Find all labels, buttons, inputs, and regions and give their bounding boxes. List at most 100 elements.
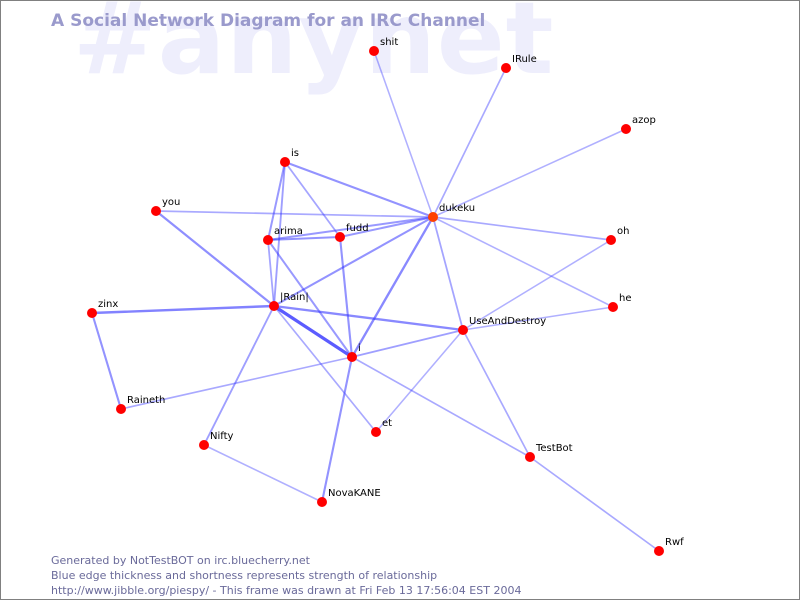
node-dot xyxy=(608,302,618,312)
edge-dukeku-oh xyxy=(432,216,612,241)
node-he: he xyxy=(608,293,632,312)
footer-generated-by: Generated by NotTestBOT on irc.bluecherr… xyxy=(51,554,310,567)
edge-arima-Rain xyxy=(267,239,275,307)
node-IRule: IRule xyxy=(501,54,537,73)
edge-is-dukeku xyxy=(283,160,435,219)
node-dot xyxy=(654,546,664,556)
node-label: Nifty xyxy=(210,431,234,442)
node-arima: arima xyxy=(263,226,303,245)
node-you: you xyxy=(151,197,180,216)
node-label: Raineth xyxy=(127,395,165,406)
edge-you-Rain xyxy=(154,209,276,308)
node-Rain: |Rain| xyxy=(269,292,309,311)
edge-UseAndDestroy-oh xyxy=(462,239,612,331)
node-label: azop xyxy=(632,115,656,126)
edge-i-UseAndDestroy xyxy=(351,329,464,358)
node-label: TestBot xyxy=(535,443,573,454)
node-label: zinx xyxy=(98,299,118,310)
channel-watermark: #anynet xyxy=(73,0,555,97)
edge-Rain-UseAndDestroy xyxy=(272,304,465,332)
node-dot xyxy=(621,124,631,134)
node-dot xyxy=(263,235,273,245)
node-label: i xyxy=(358,343,361,354)
node-dukeku: dukeku xyxy=(428,203,475,222)
node-dot xyxy=(116,404,126,414)
edge-dukeku-he xyxy=(432,216,614,308)
edge-dukeku-Rain xyxy=(272,215,435,308)
node-Rwf: Rwf xyxy=(654,537,684,556)
edge-i-TestBot xyxy=(351,356,531,458)
edge-Rain-i xyxy=(272,304,354,359)
edge-fudd-i xyxy=(338,235,354,359)
footer: Generated by NotTestBOT on irc.bluecherr… xyxy=(51,553,521,598)
node-TestBot: TestBot xyxy=(525,443,573,462)
edge-Rain-et xyxy=(273,305,377,433)
edge-Nifty-NovaKANE xyxy=(203,444,323,503)
edge-arima-dukeku xyxy=(267,216,434,241)
footer-legend-note: Blue edge thickness and shortness repres… xyxy=(51,569,438,582)
node-dot xyxy=(458,325,468,335)
node-is: is xyxy=(280,148,299,167)
node-dot xyxy=(501,63,511,73)
edge-arima-fudd xyxy=(266,235,342,242)
node-label: Rwf xyxy=(665,537,684,548)
edge-arima-i xyxy=(267,239,353,358)
node-dot xyxy=(371,427,381,437)
edge-UseAndDestroy-et xyxy=(375,329,464,433)
node-dot xyxy=(87,308,97,318)
node-dot xyxy=(269,301,279,311)
node-dot xyxy=(428,212,438,222)
node-dot xyxy=(347,352,357,362)
edge-zinx-Raineth xyxy=(90,311,123,411)
node-label: arima xyxy=(274,226,303,237)
node-dot xyxy=(199,440,209,450)
edge-zinx-Rain xyxy=(90,304,276,315)
node-label: he xyxy=(619,293,632,304)
edge-shit-dukeku xyxy=(373,50,434,218)
edge-TestBot-Rwf xyxy=(529,456,660,552)
node-zinx: zinx xyxy=(87,299,118,318)
node-dot xyxy=(317,497,327,507)
node-fudd: fudd xyxy=(335,223,369,242)
edge-you-dukeku xyxy=(155,210,434,218)
diagram-title: A Social Network Diagram for an IRC Chan… xyxy=(51,11,486,31)
node-et: et xyxy=(371,418,392,437)
node-i: i xyxy=(347,343,361,362)
edge-i-NovaKANE xyxy=(320,355,354,504)
edge-UseAndDestroy-TestBot xyxy=(462,329,531,458)
node-label: et xyxy=(382,418,392,429)
node-dot xyxy=(280,157,290,167)
node-label: fudd xyxy=(346,223,369,234)
footer-timestamp: http://www.jibble.org/piespy/ - This fra… xyxy=(51,584,522,597)
node-NovaKANE: NovaKANE xyxy=(317,488,381,507)
node-label: IRule xyxy=(512,54,537,65)
node-label: you xyxy=(162,197,180,208)
node-dot xyxy=(369,46,379,56)
node-Raineth: Raineth xyxy=(116,395,165,414)
node-azop: azop xyxy=(621,115,656,134)
node-dot xyxy=(525,452,535,462)
node-dot xyxy=(151,206,161,216)
node-label: oh xyxy=(617,226,629,237)
edge-UseAndDestroy-he xyxy=(462,306,614,331)
node-label: NovaKANE xyxy=(328,488,381,499)
node-Nifty: Nifty xyxy=(199,431,234,450)
edge-is-arima xyxy=(267,161,286,241)
node-label: UseAndDestroy xyxy=(469,316,546,327)
edge-is-fudd xyxy=(284,161,341,238)
edge-i-Raineth xyxy=(120,356,353,410)
edge-IRule-dukeku xyxy=(432,67,507,218)
node-label: dukeku xyxy=(439,203,475,214)
edge-azop-dukeku xyxy=(432,128,627,218)
node-UseAndDestroy: UseAndDestroy xyxy=(458,316,546,335)
node-oh: oh xyxy=(606,226,629,245)
edge-Rain-Nifty xyxy=(203,305,275,446)
node-label: shit xyxy=(380,37,398,48)
node-label: is xyxy=(291,148,299,159)
edge-fudd-dukeku xyxy=(339,216,434,238)
node-dot xyxy=(335,232,345,242)
node-shit: shit xyxy=(369,37,398,56)
